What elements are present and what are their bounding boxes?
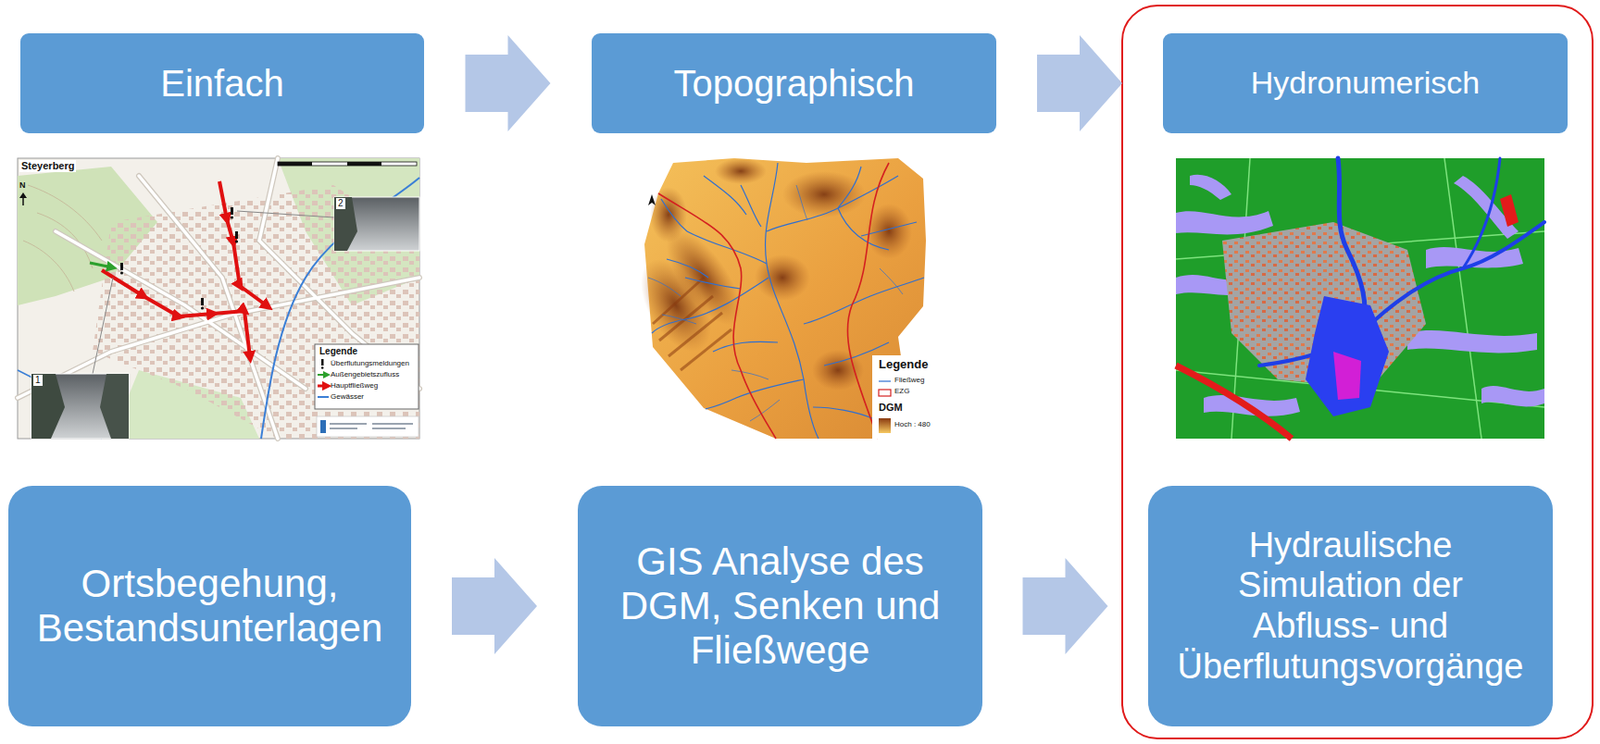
process-box: Hydraulische Simulation der Abfluss- und…: [1148, 486, 1553, 727]
terrain-map: [626, 158, 950, 439]
box-label: Ortsbegehung, Bestandsunterlagen: [31, 562, 388, 652]
block-arrow: [465, 35, 551, 132]
flood-map: [1175, 158, 1545, 439]
process-box: Topographisch: [591, 33, 997, 134]
map-label: Steyerberg: [19, 160, 76, 173]
legend-entry: Überflutungsmeldungen: [330, 359, 410, 369]
highlight-frame: [1122, 5, 1593, 739]
box-label: GIS Analyse des DGM, Senken und Fließweg…: [605, 539, 955, 675]
map-label: Legende: [878, 357, 928, 373]
block-arrow: [1037, 35, 1123, 132]
box-label: Hydronumerisch: [1181, 64, 1550, 101]
legend-entry: Hauptfließweg: [330, 381, 378, 391]
process-box: GIS Analyse des DGM, Senken und Fließweg…: [577, 486, 983, 727]
map-label: Hoch : 480: [894, 420, 931, 430]
box-label: Hydraulische Simulation der Abfluss- und…: [1171, 525, 1530, 688]
legend-entry: EZG: [894, 387, 910, 397]
legend-entry: Außengebietszufluss: [330, 370, 400, 380]
process-box: Ortsbegehung, Bestandsunterlagen: [8, 486, 412, 727]
map-label: 2: [336, 198, 346, 210]
block-arrow: [451, 558, 538, 655]
map-label: Legende: [319, 346, 358, 358]
map-label: N: [19, 180, 26, 191]
box-label: Einfach: [38, 62, 406, 105]
process-box: Einfach: [20, 33, 425, 134]
map-label: 1: [33, 375, 43, 387]
box-label: Topographisch: [610, 62, 978, 105]
legend-entry: Fließweg: [894, 375, 925, 386]
legend-entry: Gewässer: [330, 392, 364, 402]
block-arrow: [1023, 558, 1109, 655]
street-map: [17, 158, 420, 439]
map-label: DGM: [878, 401, 903, 414]
process-box: Hydronumerisch: [1162, 33, 1568, 134]
